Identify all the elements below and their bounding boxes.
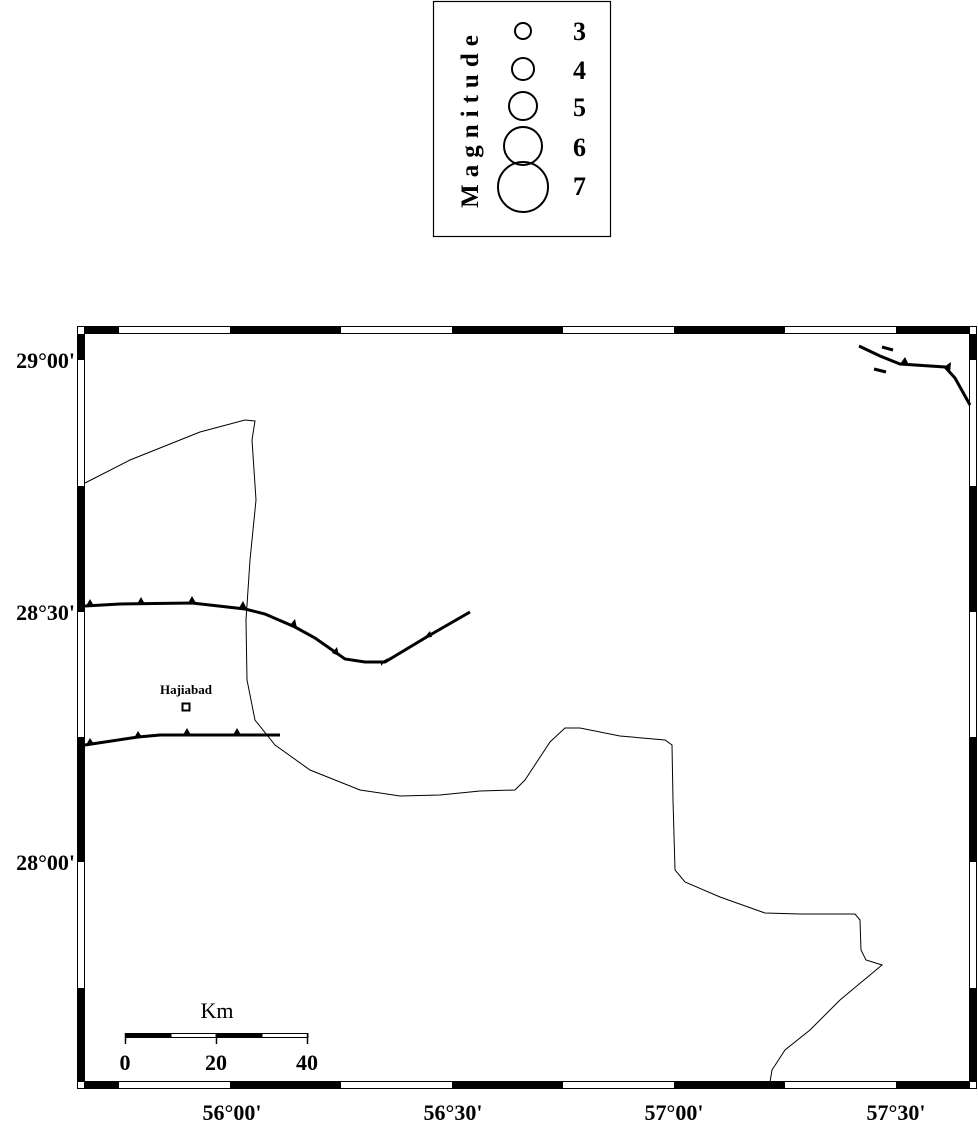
legend-label-m3: 3 (573, 17, 586, 46)
legend-label-m7: 7 (573, 172, 586, 201)
legend-circle-m5 (508, 91, 538, 121)
legend-circle-m6 (503, 126, 543, 166)
lat-label-29-00: 29°00' (16, 348, 75, 373)
thrust-fault-northeast (858, 344, 972, 406)
scale-label-0: 0 (120, 1050, 131, 1075)
legend-label-m6: 6 (573, 133, 586, 162)
legend-label-m4: 4 (573, 56, 586, 85)
lon-label-56-30: 56°30' (424, 1100, 483, 1124)
thrust-fault-north (84, 596, 471, 666)
lat-label-28-00: 28°00' (16, 850, 75, 875)
legend-circle-m4 (511, 57, 535, 81)
scale-unit: Km (201, 998, 234, 1023)
legend-circle-m7 (497, 161, 549, 213)
legend-label-m5: 5 (573, 93, 586, 122)
city-marker-icon (181, 702, 191, 712)
scale-bar: Km 0 20 40 (120, 998, 319, 1075)
legend-title: Magnitude (457, 28, 484, 208)
scale-label-40: 40 (296, 1050, 318, 1075)
lon-label-57-30: 57°30' (867, 1100, 926, 1124)
map-frame (77, 326, 977, 1089)
city-label: Hajiabad (160, 682, 213, 697)
thrust-fault-south (84, 728, 280, 747)
lat-label-28-30: 28°30' (16, 600, 75, 625)
city-hajiabad: Hajiabad (160, 682, 213, 712)
magnitude-legend: Magnitude 3 4 5 6 7 (432, 0, 612, 238)
legend-circle-m3 (514, 22, 532, 40)
scale-label-20: 20 (205, 1050, 227, 1075)
lon-label-56-00: 56°00' (203, 1100, 262, 1124)
lon-label-57-00: 57°00' (645, 1100, 704, 1124)
province-boundary (84, 419, 884, 1083)
